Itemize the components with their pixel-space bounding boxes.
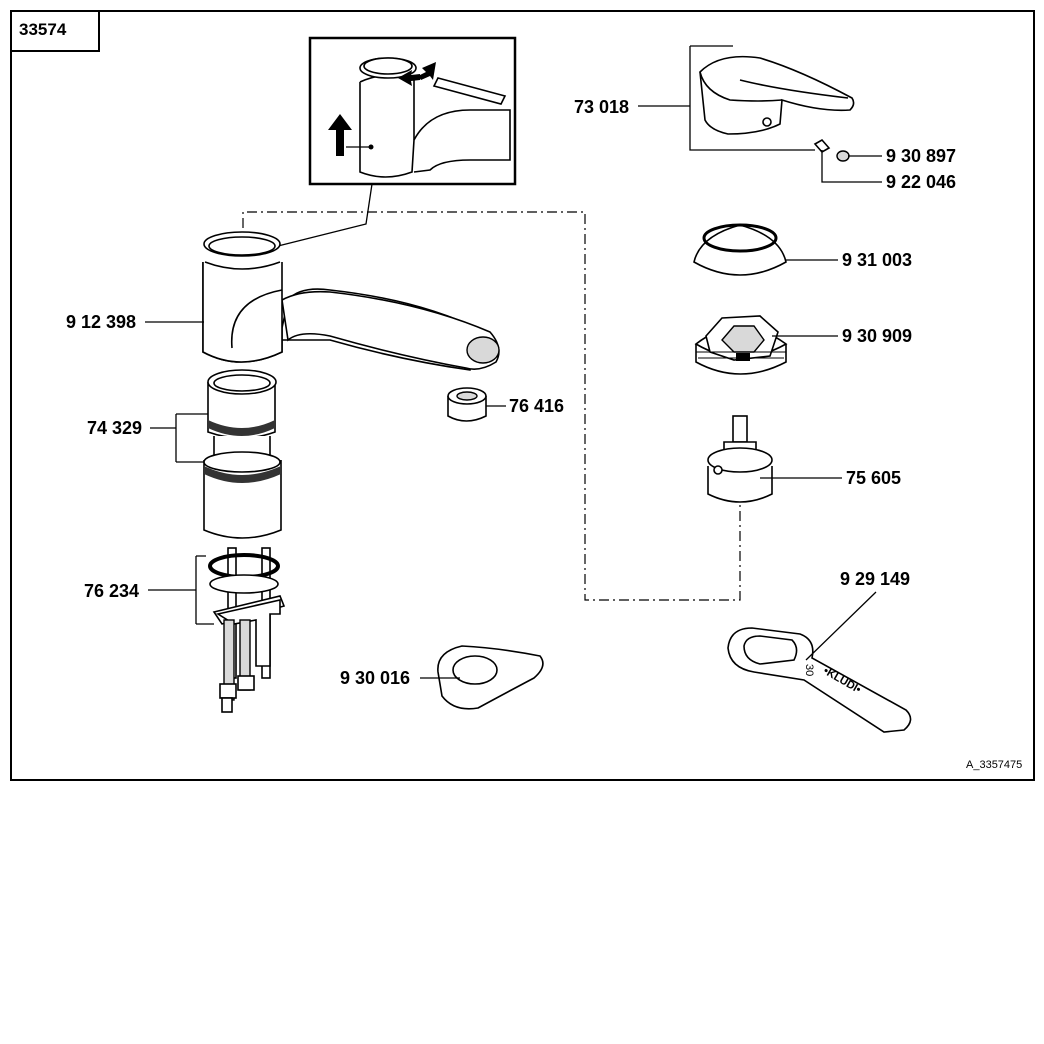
- inset-detail: [308, 36, 517, 186]
- part-label-p7: 76 416: [509, 396, 564, 416]
- handle-part: [699, 55, 855, 135]
- part-label-p11: 76 234: [84, 581, 139, 601]
- part-label-p12: 9 30 016: [340, 668, 410, 688]
- mounting-set-part: [208, 547, 286, 713]
- part-label-p5: 9 12 398: [66, 312, 136, 332]
- screw-icon: [813, 138, 831, 154]
- model-number-box: 33574: [10, 10, 100, 52]
- wrench-tool-part: 30 •KLUDI•: [727, 627, 912, 733]
- spout-body-part: [202, 231, 500, 371]
- cap-icon: [836, 150, 850, 162]
- bonnet-nut-part: [694, 315, 788, 375]
- part-label-p3: 9 22 046: [886, 172, 956, 192]
- aerator-part: [447, 387, 487, 422]
- part-label-p8: 74 329: [87, 418, 142, 438]
- cover-ring-part: [693, 223, 787, 276]
- part-label-p4: 9 31 003: [842, 250, 912, 270]
- base-plate-part: [437, 645, 544, 710]
- ceramic-cartridge-part: [707, 415, 773, 503]
- part-label-p1: 73 018: [574, 97, 629, 117]
- part-labels: 73 018 9 30 897 9 22 046 9 31 003 9 12 3…: [66, 97, 956, 688]
- diagram-frame: [10, 10, 1035, 781]
- part-label-p6: 9 30 909: [842, 326, 912, 346]
- leader-lines: [145, 45, 882, 679]
- drawing-reference: A_3357475: [966, 759, 1022, 771]
- cartridge-housing-part: [203, 369, 282, 539]
- part-label-p10: 9 29 149: [840, 569, 910, 589]
- assembly-path-line: [242, 211, 741, 601]
- inset-leader-line: [277, 183, 373, 247]
- wrench-size-mark: 30: [803, 664, 815, 676]
- part-label-p9: 75 605: [846, 468, 901, 488]
- part-label-p2: 9 30 897: [886, 146, 956, 166]
